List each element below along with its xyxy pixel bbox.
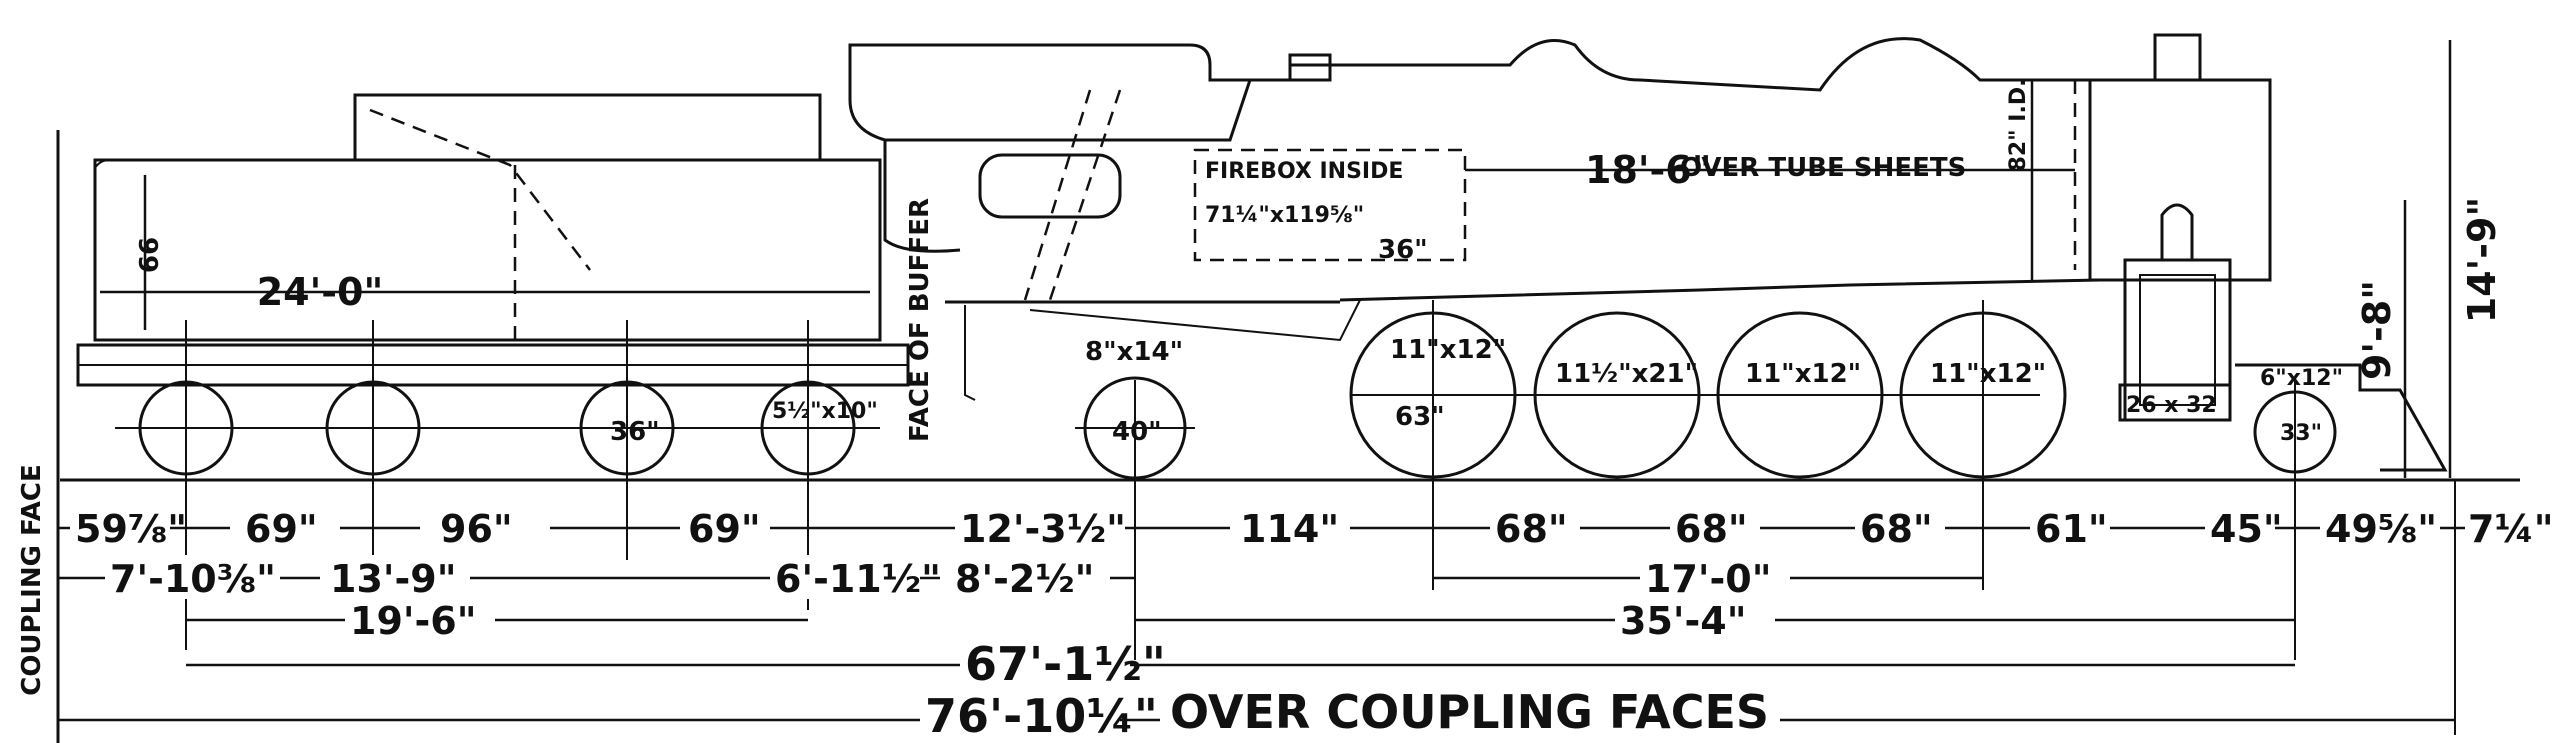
overall-length-label: 76'-10¼" [925, 689, 1158, 743]
cylinder-assembly: 26 x 32 6"x12" 33" [2118, 203, 2448, 474]
firebox-inside-box [1193, 148, 1467, 262]
smokebox [2088, 78, 2272, 282]
dim-row-1-d5: 12'-3½" [960, 507, 1126, 551]
boiler: FIREBOX INSIDE 71¼"x119⅝" 36" 18'-6" OVE… [1193, 33, 2272, 302]
dim-row-1-d3: 96" [440, 507, 513, 551]
tender: 66 24'-0" 36" 5½"x10" [76, 93, 910, 476]
boiler-top [1210, 37, 2100, 92]
dim-row-2-d4: 8'-2½" [955, 557, 1094, 601]
cab-roof [848, 43, 1253, 142]
piston-rod-housing [2160, 203, 2194, 260]
tender-tank-top-curve [94, 159, 111, 169]
dim-row-1-d4: 69" [688, 507, 761, 551]
overall-height-label: 14'-9" [2460, 197, 2504, 324]
driver-1-dia-label: 63" [1395, 402, 1445, 432]
pilot-journal-label: 6"x12" [2260, 366, 2343, 391]
smokestack [2153, 33, 2202, 80]
tube-sheets-length: 18'-6" [1585, 148, 1712, 192]
cab-step [964, 305, 976, 401]
cylinder-block [2118, 383, 2232, 422]
tender-wheel-dia-label: 36" [610, 417, 660, 447]
dim-row-5: 76'-10¼" OVER COUPLING FACES [58, 685, 2455, 743]
tender-tank [93, 158, 882, 342]
trailing-truck-frame [1029, 299, 1361, 342]
driver-wheel-3 [1716, 311, 1884, 479]
dim-row-1-d9: 68" [1860, 507, 1933, 551]
dim-row-2: 7'-10⅜" 13'-9" 6'-11½" 8'-2½" 17'-0" [58, 555, 1983, 601]
overall-length-caption: OVER COUPLING FACES [1170, 685, 1769, 739]
steam-dome-small [1288, 53, 1332, 82]
driver-3-journal-label: 11"x12" [1745, 359, 1861, 389]
cab-side [883, 140, 961, 253]
tender-length-label: 24'-0" [257, 270, 384, 314]
boiler-id-label: 82" I.D. [2006, 79, 2031, 172]
boiler-bottom [1339, 278, 2101, 302]
pilot-dia-label: 33" [2280, 421, 2322, 446]
dim-row-2-d3: 6'-11½" [775, 557, 941, 601]
firebox-size: 71¼"x119⅝" [1205, 203, 1364, 228]
dim-row-3: 19'-6" 35'-4" [186, 598, 2295, 643]
dim-row-1-d7: 68" [1495, 507, 1568, 551]
engine-wheelbase-label: 35'-4" [1620, 599, 1747, 643]
cab-window [978, 153, 1122, 219]
driver-2-journal-label: 11½"x21" [1555, 359, 1698, 389]
tender-wheelbase-label: 19'-6" [350, 599, 477, 643]
coupling-face-label: COUPLING FACE [17, 464, 47, 696]
firebox-title: FIREBOX INSIDE [1205, 159, 1403, 184]
tender-coal-bunker [353, 93, 822, 160]
trailing-truck-journal-label: 8"x14" [1085, 337, 1183, 367]
dim-row-1-d2: 69" [245, 507, 318, 551]
driver-wheel-2 [1533, 311, 1701, 479]
dim-row-1-d11: 45" [2210, 507, 2283, 551]
driver-4-journal-label: 11"x12" [1930, 359, 2046, 389]
boiler-center-height-label: 9'-8" [2355, 280, 2399, 380]
dim-row-1-d13: 7¼" [2468, 507, 2554, 551]
dim-row-1-labels: 59⅞" 69" 96" 69" 12'-3½" 114" 68" 68" 68… [70, 506, 2555, 551]
driving-wheels: 11"x12" 63" 11½"x21" 11"x12" 11"x12" [1349, 311, 2067, 479]
firebox-outline-2 [1048, 89, 1122, 301]
firebox-depth: 36" [1378, 235, 1428, 265]
dim-row-2-d5: 17'-0" [1645, 557, 1772, 601]
dim-row-1-d6: 114" [1240, 507, 1339, 551]
cylinder-head [2139, 274, 2216, 406]
dim-row-2-d1: 7'-10⅜" [110, 557, 276, 601]
trailing-truck-dia-label: 40" [1112, 417, 1162, 447]
total-wheelbase-label: 67'-1½" [965, 637, 1166, 691]
firebox-outline [1023, 89, 1092, 301]
driver-1-journal-label: 11"x12" [1390, 335, 1506, 365]
tender-journal-label: 5½"x10" [772, 399, 878, 424]
cylinder-size-label: 26 x 32 [2126, 393, 2217, 418]
dim-row-1-d8: 68" [1675, 507, 1748, 551]
dim-row-1-d10: 61" [2035, 507, 2108, 551]
dim-row-4: 67'-1½" [186, 637, 2295, 691]
face-of-buffer-label: FACE OF BUFFER [905, 198, 935, 442]
tube-sheets-label: OVER TUBE SHEETS [1680, 153, 1966, 183]
dim-row-1-d1: 59⅞" [75, 507, 187, 551]
pilot [2235, 363, 2448, 472]
dim-row-2-d2: 13'-9" [330, 557, 457, 601]
tender-height-label: 66 [135, 237, 165, 273]
dim-row-1-d12: 49⅝" [2325, 507, 2437, 551]
tender-coal-slope [369, 108, 591, 271]
